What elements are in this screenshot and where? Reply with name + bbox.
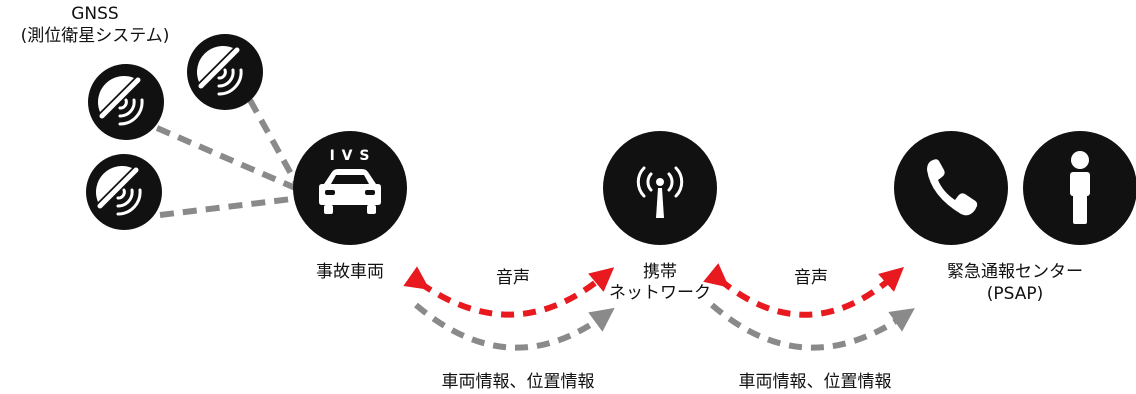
satellite-dish-icon	[86, 154, 162, 230]
satellite-dish-icon	[187, 34, 263, 110]
data-label-right: 車両情報、位置情報	[738, 372, 892, 392]
voice-label-right: 音声	[794, 268, 828, 288]
gnss-link-2	[247, 98, 303, 192]
data-arrow-right	[710, 302, 915, 351]
voice-label-left: 音声	[496, 268, 530, 288]
psap-phone-node	[894, 131, 1008, 245]
data-arrow-left	[414, 302, 615, 351]
gnss-link-3	[159, 195, 301, 218]
psap-label-line2: (PSAP)	[986, 284, 1044, 304]
satellite-dish-icon	[88, 64, 164, 140]
network-label-line2: ネットワーク	[609, 283, 711, 303]
gnss-link-1	[155, 125, 302, 193]
voice-arrow-right	[703, 263, 904, 318]
voice-arrow-left	[403, 266, 615, 318]
car-icon	[319, 169, 381, 214]
gnss-title: GNSS	[71, 4, 119, 24]
ivs-badge: I V S	[330, 148, 371, 164]
antenna-icon	[636, 166, 684, 218]
psap-label-line1: 緊急通報センター	[947, 262, 1083, 282]
network-node	[603, 131, 717, 245]
gnss-links	[155, 98, 303, 218]
psap-person-node	[1023, 131, 1136, 245]
network-label-line1: 携帯	[643, 262, 677, 282]
vehicle-node: I V S	[293, 131, 407, 245]
data-label-left: 車両情報、位置情報	[441, 372, 595, 392]
gnss-subtitle: (測位衛星システム)	[20, 26, 170, 46]
person-icon	[1070, 151, 1090, 224]
phone-icon	[927, 159, 978, 216]
vehicle-label: 事故車両	[316, 262, 384, 282]
